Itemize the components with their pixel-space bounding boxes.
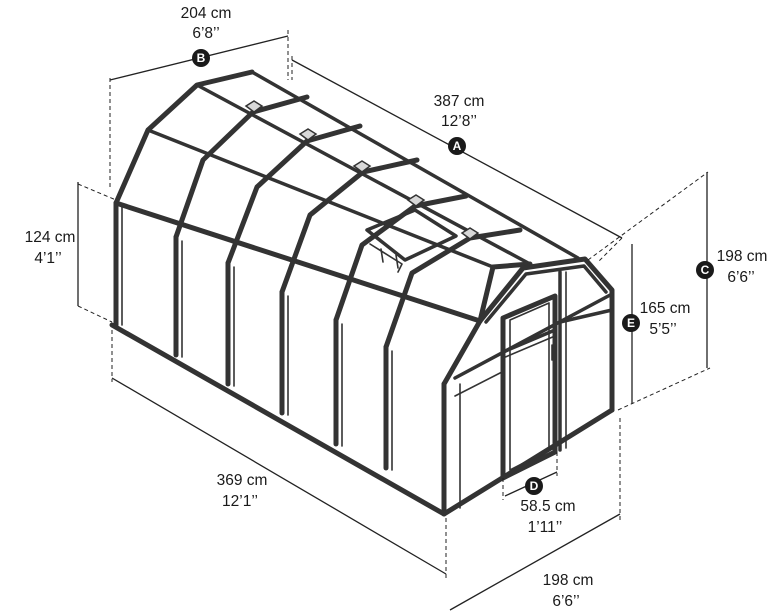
label-base-width: 198 cm 6’6’’ (543, 572, 594, 610)
side-wall-posts (113, 200, 447, 515)
badge-B: B (192, 49, 210, 67)
svg-text:C: C (701, 263, 710, 277)
badge-D: D (525, 477, 543, 495)
svg-text:E: E (627, 316, 635, 330)
dim-line-base-width (449, 513, 621, 611)
door (500, 293, 558, 481)
svg-text:B: B (197, 51, 206, 65)
door-frame (500, 293, 558, 481)
connector-3 (352, 160, 372, 173)
svg-text:124 cm: 124 cm (25, 229, 76, 246)
rafter-1 (113, 69, 255, 206)
label-base-length: 369 cm 12’1’’ (217, 472, 268, 510)
svg-text:D: D (530, 479, 539, 493)
svg-text:165 cm: 165 cm (640, 300, 691, 317)
label-E: 165 cm 5’5’’ (640, 300, 691, 338)
svg-text:204 cm: 204 cm (181, 5, 232, 22)
rafter-6 (383, 227, 523, 350)
svg-text:5’5’’: 5’5’’ (649, 321, 676, 338)
label-C: 198 cm 6’6’’ (717, 248, 768, 286)
svg-text:A: A (453, 139, 462, 153)
svg-text:12’8’’: 12’8’’ (441, 113, 477, 130)
svg-text:1’11’’: 1’11’’ (528, 519, 563, 536)
label-A: 387 cm 12’8’’ (434, 93, 485, 130)
door-rail (501, 328, 557, 354)
svg-text:6’6’’: 6’6’’ (552, 593, 579, 610)
badge-A: A (448, 137, 466, 155)
vent-strut-1 (380, 248, 384, 263)
label-B: 204 cm 6’8’’ (181, 5, 232, 42)
roof-vent (365, 208, 458, 273)
greenhouse-illustration (109, 69, 615, 517)
label-D: 58.5 cm 1’11’’ (520, 498, 575, 536)
dim-line-base-length (111, 377, 447, 575)
connector-1 (244, 100, 264, 113)
rafter-4 (279, 157, 420, 295)
vent-strut-2 (395, 254, 399, 269)
svg-text:58.5 cm: 58.5 cm (520, 498, 575, 515)
gable-outline (477, 256, 615, 413)
label-side-height: 124 cm 4’1’’ (25, 229, 76, 267)
svg-text:6’6’’: 6’6’’ (727, 269, 754, 286)
svg-text:12’1’’: 12’1’’ (222, 493, 258, 510)
rafter-2 (173, 94, 310, 240)
svg-text:387 cm: 387 cm (434, 93, 485, 110)
svg-text:369 cm: 369 cm (217, 472, 268, 489)
badges: B A C E D (192, 49, 714, 495)
rafter-3 (225, 123, 363, 266)
end-wall (442, 256, 615, 509)
svg-text:198 cm: 198 cm (717, 248, 768, 265)
svg-text:6’8’’: 6’8’’ (192, 25, 219, 42)
roof-connectors (244, 100, 480, 240)
connector-4 (406, 194, 426, 207)
side-base-rail (109, 322, 447, 517)
badge-C: C (696, 261, 714, 279)
rafter-5 (333, 193, 469, 323)
base-rail (109, 322, 615, 517)
connector-2 (298, 128, 318, 141)
svg-text:198 cm: 198 cm (543, 572, 594, 589)
svg-text:4’1’’: 4’1’’ (34, 250, 61, 267)
front-eave-line (113, 200, 483, 324)
rear-upper-purlin (250, 70, 580, 260)
end-base-rail (441, 407, 615, 517)
vent-panel (365, 208, 458, 262)
dimension-labels: 204 cm 6’8’’ 387 cm 12’8’’ 198 cm 6’6’’ … (25, 5, 768, 610)
gable-inner (484, 264, 608, 324)
badge-E: E (622, 314, 640, 332)
connector-5 (460, 227, 480, 240)
